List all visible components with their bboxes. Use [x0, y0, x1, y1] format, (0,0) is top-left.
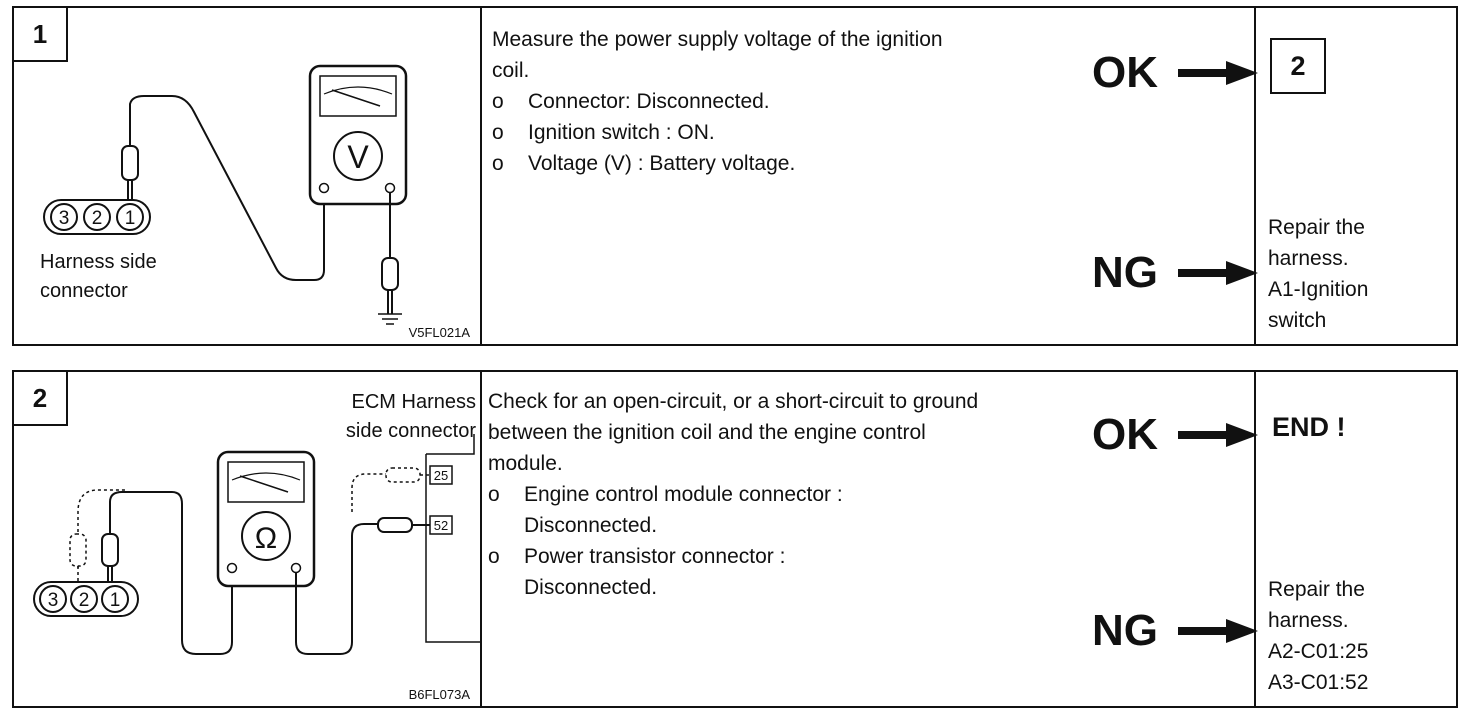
- ecm-harness-side-connector-label: ECM Harness side connector: [345, 391, 476, 442]
- ng-label: NG: [1092, 248, 1158, 297]
- ohmmeter-diagram: 3 2 1 Ω 25 52: [33, 434, 480, 655]
- ecm-pin-52-box: [429, 515, 453, 535]
- step-1-row: 1 3 2 1 V: [12, 6, 1458, 346]
- step-2-instruction-text: Check for an open-circuit, or a short-ci…: [488, 390, 979, 475]
- connector-pin-1: 1: [110, 590, 121, 611]
- step-2-ok-result: END !: [1272, 412, 1346, 442]
- arrow-right-icon: [1178, 423, 1258, 447]
- step-1-ok-branch: OK: [1092, 48, 1258, 98]
- voltmeter-diagram: 3 2 1 V: [43, 64, 408, 325]
- ok-label: OK: [1092, 410, 1158, 459]
- step-1-instruction-cell: Measure the power supply voltage of the …: [482, 8, 1258, 344]
- figure-id: B6FL073A: [408, 687, 470, 702]
- step-1-instruction-text: Measure the power supply voltage of the …: [492, 28, 943, 82]
- step-2-ok-branch: OK: [1092, 410, 1258, 460]
- ok-label: OK: [1092, 48, 1158, 97]
- figure-id: V5FL021A: [408, 325, 470, 340]
- step-2-number: 2: [14, 372, 68, 426]
- step-1-figure-cell: 1 3 2 1 V: [14, 8, 482, 344]
- ecm-pin-25-box: [429, 465, 453, 485]
- step-1-ng-branch: NG: [1092, 248, 1258, 298]
- step-2-row: 2 3 2 1 Ω: [12, 370, 1458, 708]
- connector-pin-2: 2: [92, 208, 103, 229]
- arrow-right-icon: [1178, 61, 1258, 85]
- ng-label: NG: [1092, 606, 1158, 655]
- step-2-ng-branch: NG: [1092, 606, 1258, 656]
- step-2-result-cell: END ! Repair the harness. A2-C01:25 A3-C…: [1256, 372, 1456, 706]
- step-1-ok-result[interactable]: 2: [1270, 38, 1326, 94]
- step-2-instruction-cell: Check for an open-circuit, or a short-ci…: [482, 372, 1258, 706]
- step-2-figure-cell: 2 3 2 1 Ω: [14, 372, 482, 706]
- connector-pin-2: 2: [79, 590, 90, 611]
- ecm-pin-52: 52: [434, 518, 448, 533]
- connector-pin-1: 1: [125, 208, 136, 229]
- arrow-right-icon: [1178, 261, 1258, 285]
- step-1-result-cell: 2 Repair the harness. A1-Ignition switch: [1256, 8, 1456, 344]
- arrow-right-icon: [1178, 619, 1258, 643]
- connector-pin-3: 3: [59, 208, 70, 229]
- step-2-instructions: Check for an open-circuit, or a short-ci…: [488, 386, 1048, 603]
- harness-side-connector-label: Harness side connector: [40, 251, 157, 302]
- connector-pin-3: 3: [48, 590, 59, 611]
- step-2-ng-result: Repair the harness. A2-C01:25 A3-C01:52: [1268, 578, 1369, 694]
- ecm-pin-25: 25: [434, 468, 448, 483]
- step-1-number: 1: [14, 8, 68, 62]
- step-1-ng-result: Repair the harness. A1-Ignition switch: [1268, 216, 1369, 332]
- meter-symbol: Ω: [255, 522, 277, 555]
- step-1-instructions: Measure the power supply voltage of the …: [492, 24, 1052, 179]
- meter-symbol: V: [347, 139, 369, 175]
